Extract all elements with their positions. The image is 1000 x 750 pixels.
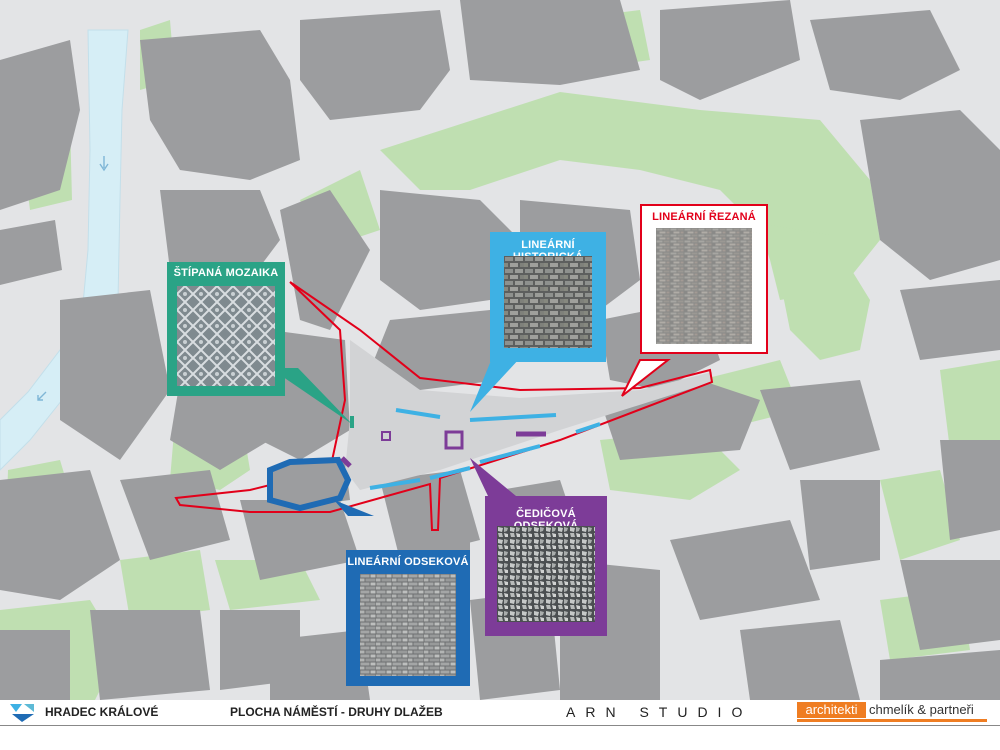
partner-logo-name: chmelík & partneři: [869, 702, 974, 717]
paving-swatch-historic: [504, 256, 592, 348]
footer-city: HRADEC KRÁLOVÉ: [45, 705, 159, 719]
paving-swatch-mosaic-texture: [177, 286, 275, 386]
footer-title: PLOCHA NÁMĚSTÍ - DRUHY DLAŽEB: [230, 705, 443, 719]
river-flow-arrow-icon: [37, 391, 47, 401]
callout-title: LINEÁRNÍ ŘEZANÁ: [652, 211, 756, 223]
partner-logo-architekti: architekti: [797, 702, 866, 718]
paving-swatch-split: [360, 574, 456, 676]
paving-swatch-split-texture: [360, 574, 456, 676]
callout-linearni-odsekova: LINEÁRNÍ ODSEKOVÁ: [346, 550, 470, 686]
pointer-linearni-rezana: [621, 359, 671, 397]
paving-swatch-historic-texture: [504, 256, 592, 348]
paving-swatch-mosaic: [177, 286, 275, 386]
city-logo-icon: [10, 704, 34, 722]
partner-logo-underline: [797, 719, 987, 722]
paving-mark-mosaic: [350, 416, 354, 428]
callout-linearni-rezana: LINEÁRNÍ ŘEZANÁ: [640, 204, 768, 354]
paving-swatch-basalt: [497, 526, 595, 622]
footer-studio: ARN STUDIO: [566, 704, 753, 720]
footer-divider: [0, 725, 1000, 726]
pointer-linearni-odsekova: [334, 500, 374, 516]
callout-cedicova-odsekova: ČEDIČOVÁ ODSEKOVÁ: [485, 496, 607, 636]
callout-linearni-historicka: LINEÁRNÍ HISTORICKÁ: [490, 232, 606, 362]
paving-marks-basalt: [340, 430, 546, 468]
callout-stipana-mozaika: ŠTÍPANÁ MOZAIKA: [167, 262, 285, 396]
pointer-cedicova-odsekova: [470, 458, 516, 496]
pointer-stipana-mozaika: [270, 368, 352, 424]
river: [0, 29, 129, 471]
paving-swatch-sawn-texture: [656, 228, 752, 344]
partner-logo: architekti chmelík & partneři: [797, 702, 987, 722]
paving-swatch-basalt-texture: [497, 526, 595, 622]
paving-swatch-sawn: [656, 228, 752, 344]
pointer-linearni-historicka: [470, 358, 520, 412]
river-flow-arrow-icon: [99, 156, 109, 172]
callout-title: ŠTÍPANÁ MOZAIKA: [173, 267, 279, 279]
paving-area-split: [267, 456, 352, 512]
callout-title: LINEÁRNÍ ODSEKOVÁ: [347, 556, 469, 568]
paving-lines-linear: [369, 408, 601, 490]
